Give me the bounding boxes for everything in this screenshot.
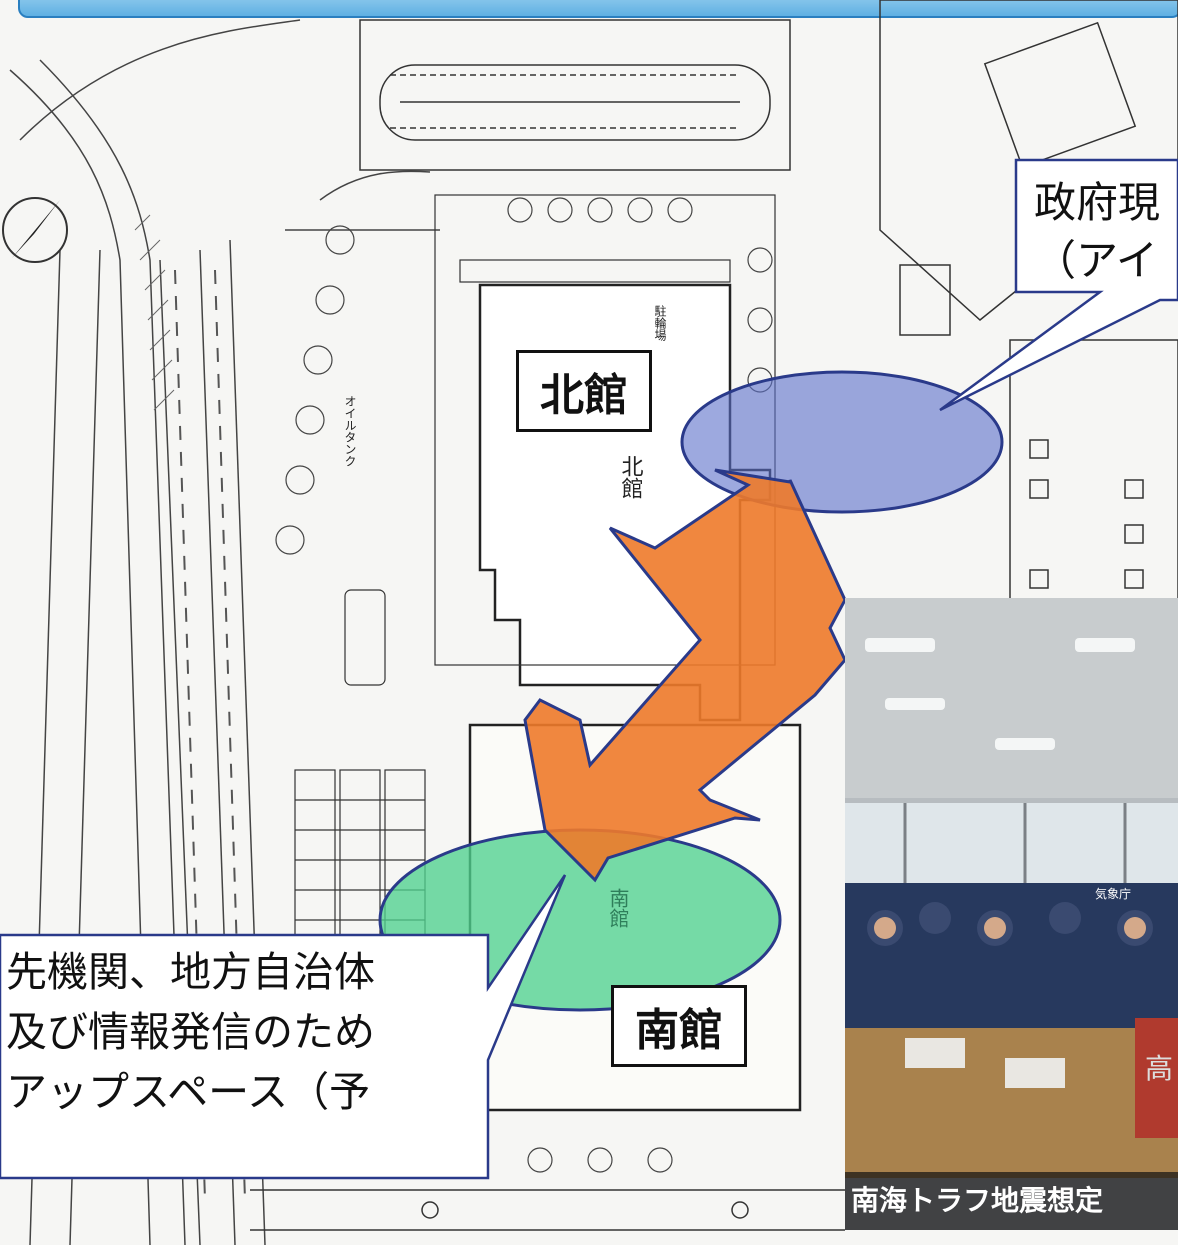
- bottom-road: [250, 1189, 845, 1231]
- compass-icon: [2, 197, 68, 263]
- agency-callout-text: 先機関、地方自治体 及び情報発信のため アップスペース（予: [6, 942, 375, 1122]
- agency-callout-shape: [0, 874, 567, 1180]
- header-banner: [18, 0, 1178, 18]
- meeting-photo-image: 気象庁 高: [845, 598, 1178, 1230]
- north-building-label: 北館: [516, 350, 652, 432]
- south-plan-text: 南館: [606, 888, 630, 928]
- vest-text: 気象庁: [1095, 886, 1131, 901]
- agency-callout-line: 先機関、地方自治体: [6, 948, 375, 996]
- vest-text-2: 高: [1145, 1052, 1173, 1085]
- parking-text: 駐輪場: [653, 304, 667, 342]
- link-arrow-icon: [523, 468, 847, 883]
- photo-caption: 南海トラフ地震想定: [845, 1172, 1178, 1230]
- gov-callout-line: （アイ: [1034, 236, 1158, 285]
- gov-callout-text: 政府現 （アイ: [1034, 173, 1160, 289]
- south-building-label: 南館: [611, 985, 747, 1067]
- north-highlight-ellipse: [680, 370, 1004, 514]
- gov-callout-shape: [939, 158, 1178, 412]
- agency-callout-line: 及び情報発信のため: [6, 1008, 375, 1056]
- gov-callout-line: 政府現: [1034, 178, 1161, 227]
- meeting-photo: 気象庁 高 南海トラフ地震想定: [845, 598, 1178, 1230]
- top-parking-area: [359, 19, 791, 171]
- median-hatch: [134, 214, 175, 411]
- agency-callout-line: アップスペース（予: [6, 1068, 371, 1116]
- east-building: [1009, 339, 1178, 601]
- north-plan-text: 北館: [618, 455, 644, 499]
- oil-tank-text: オイルタンク: [343, 395, 357, 467]
